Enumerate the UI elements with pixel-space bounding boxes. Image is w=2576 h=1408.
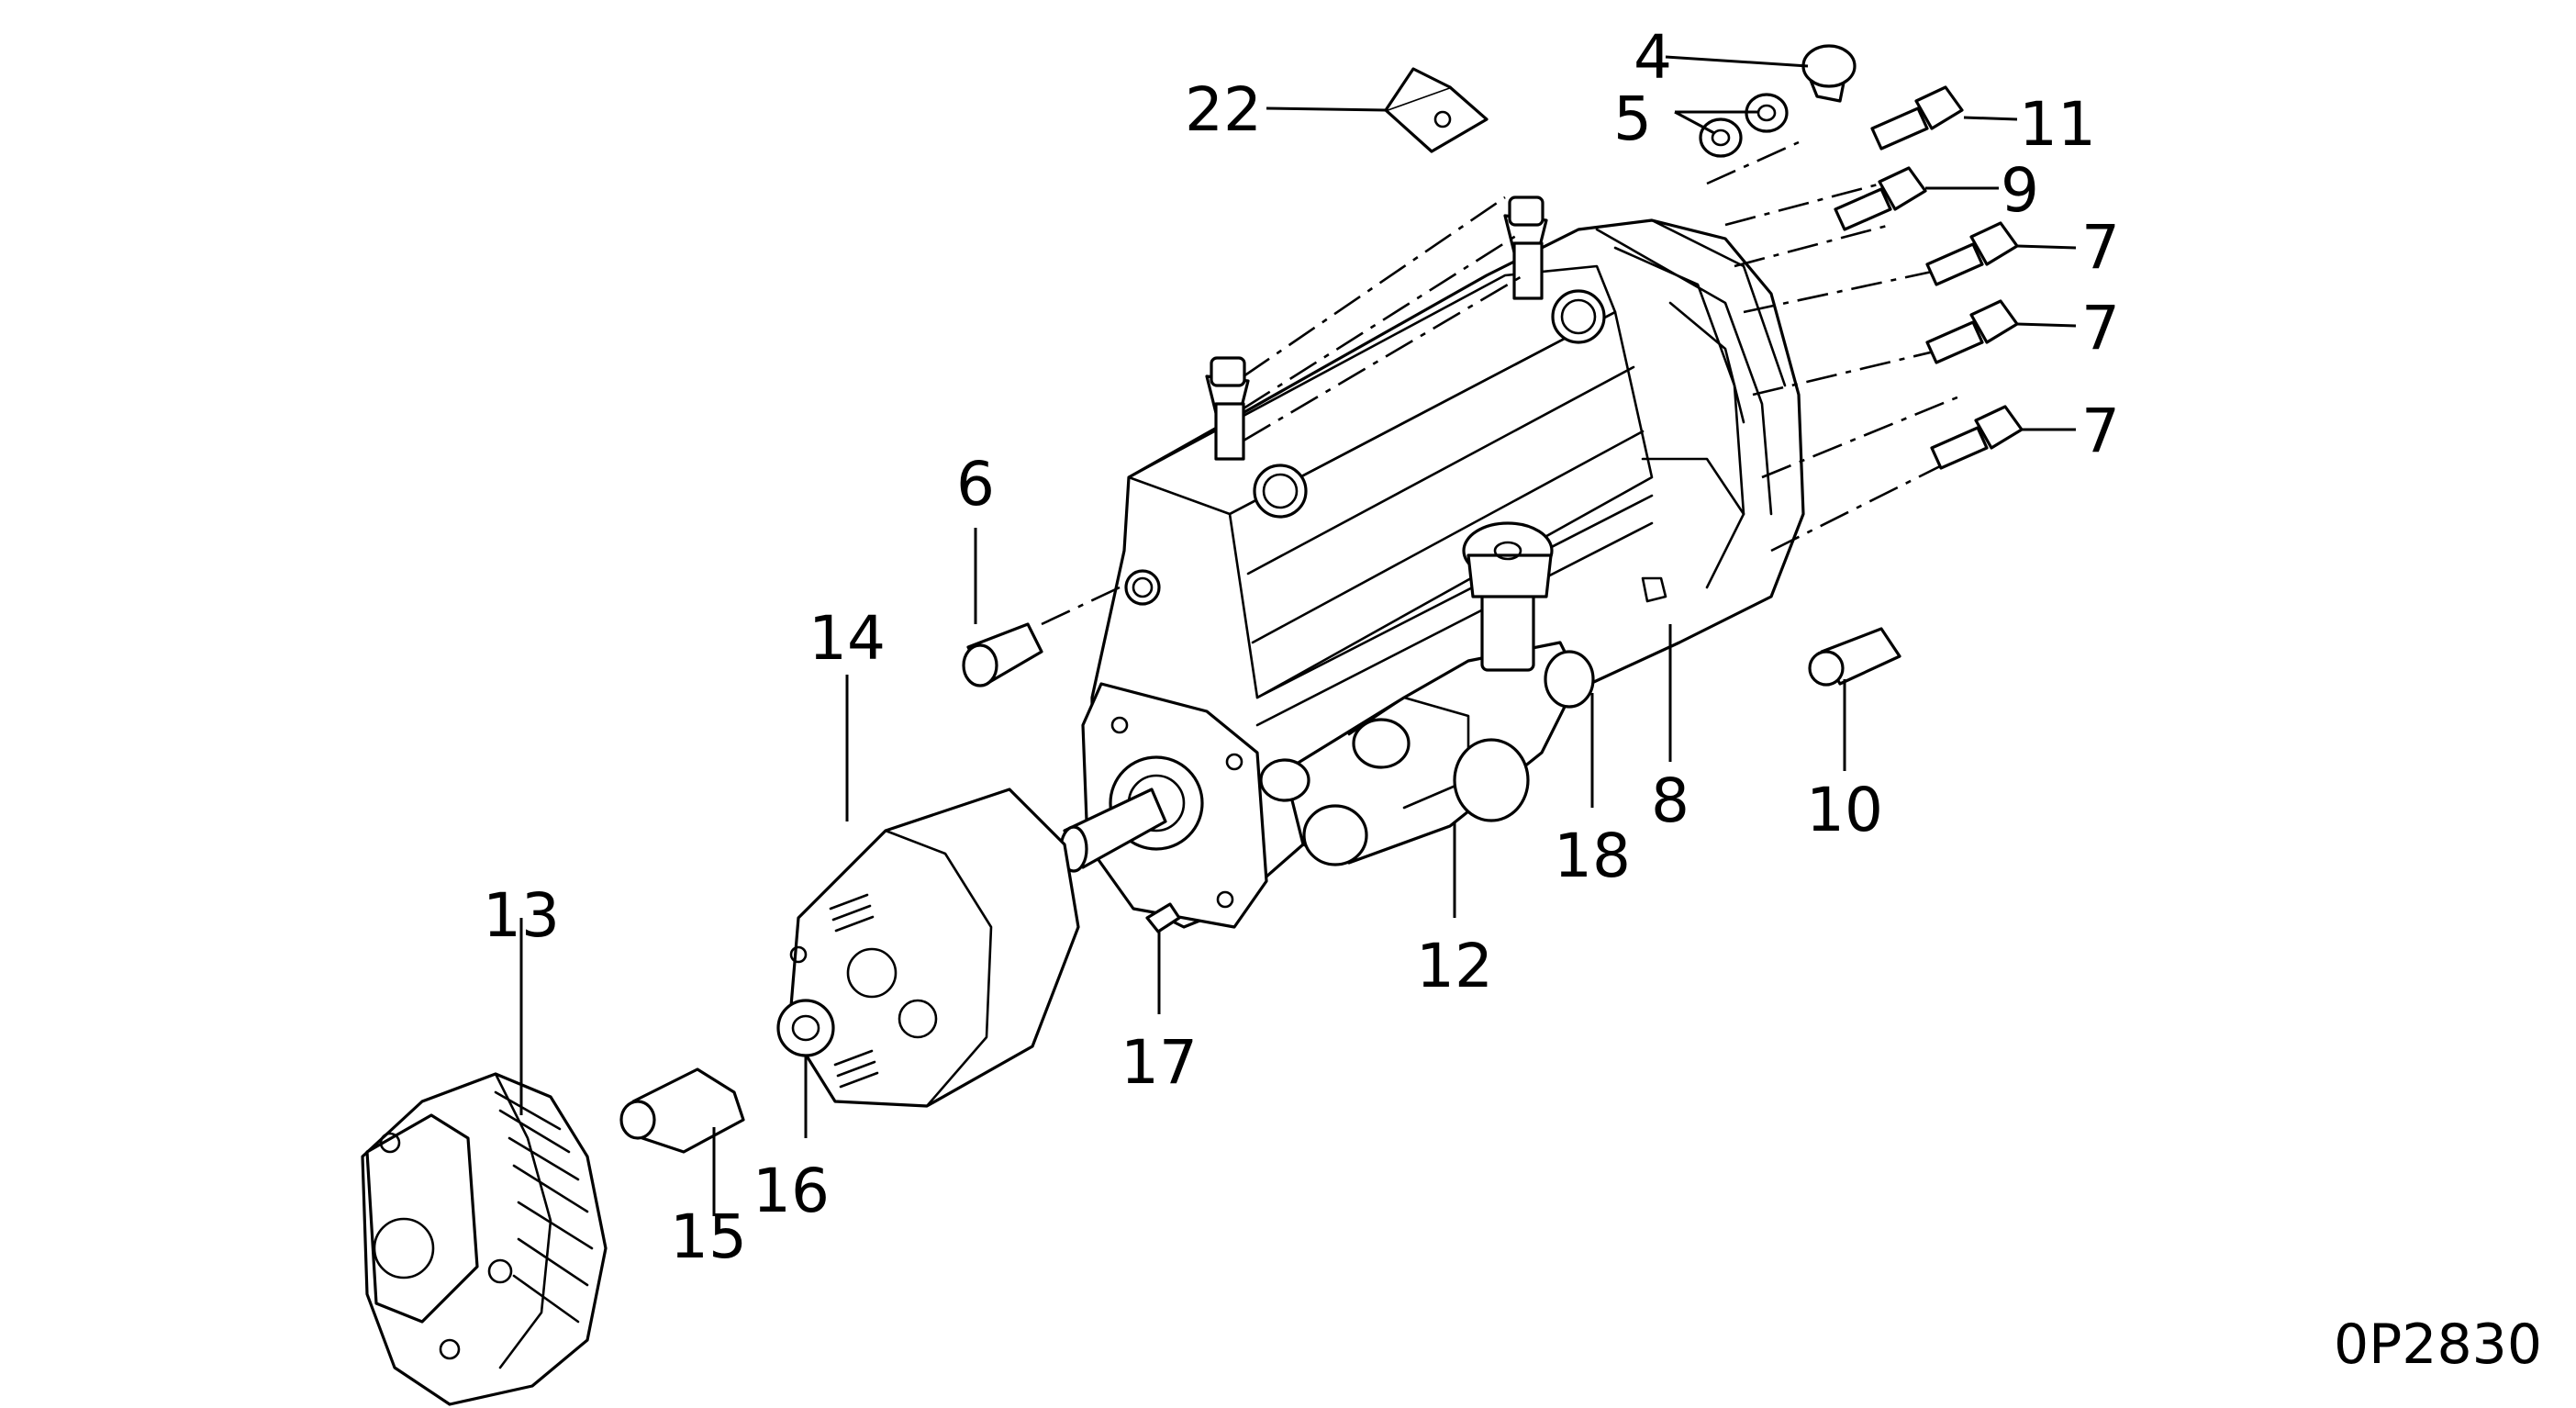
part-13-coupling [361,1072,608,1406]
part-11-bolt [1870,85,1964,151]
part-17-key [1145,902,1181,933]
callout-17: 17 [1121,1027,1198,1098]
figure-code: 0P2830 [2334,1313,2542,1377]
callout-labels: 4 5 22 11 9 7 7 7 6 14 13 15 16 17 12 18… [483,22,2542,1377]
injection-pump-body [1059,196,1805,929]
part-10-pin [1808,627,1901,687]
part-9-bolt [1834,166,1927,231]
callout-16: 16 [753,1156,830,1226]
callout-18: 18 [1554,821,1631,891]
callout-5: 5 [1613,84,1652,154]
part-5-washers [1699,93,1789,158]
part-16-washer [776,999,835,1057]
callout-7-a: 7 [2081,212,2120,283]
callout-4: 4 [1634,22,1672,93]
callout-12: 12 [1416,931,1493,1001]
callout-14: 14 [808,603,886,674]
callout-7-c: 7 [2081,396,2120,466]
callout-11: 11 [2019,89,2096,160]
callout-10: 10 [1806,775,1883,845]
callout-13: 13 [483,880,560,951]
part-7-bolt-a [1925,221,2019,286]
callout-6: 6 [956,449,995,520]
callout-9: 9 [2001,155,2039,226]
part-6-key [962,622,1043,687]
callout-7-b: 7 [2081,293,2120,363]
part-14-timer [787,788,1080,1108]
callout-leaders [519,55,2077,1216]
callout-22: 22 [1185,74,1262,145]
callout-15: 15 [670,1201,747,1272]
part-4-plug [1801,44,1857,103]
part-15-nut [619,1067,745,1154]
part-7-bolt-b [1925,299,2019,364]
part-7-bolt-c [1930,405,2024,470]
callout-8: 8 [1651,765,1689,836]
part-22-clamp [1384,67,1489,153]
